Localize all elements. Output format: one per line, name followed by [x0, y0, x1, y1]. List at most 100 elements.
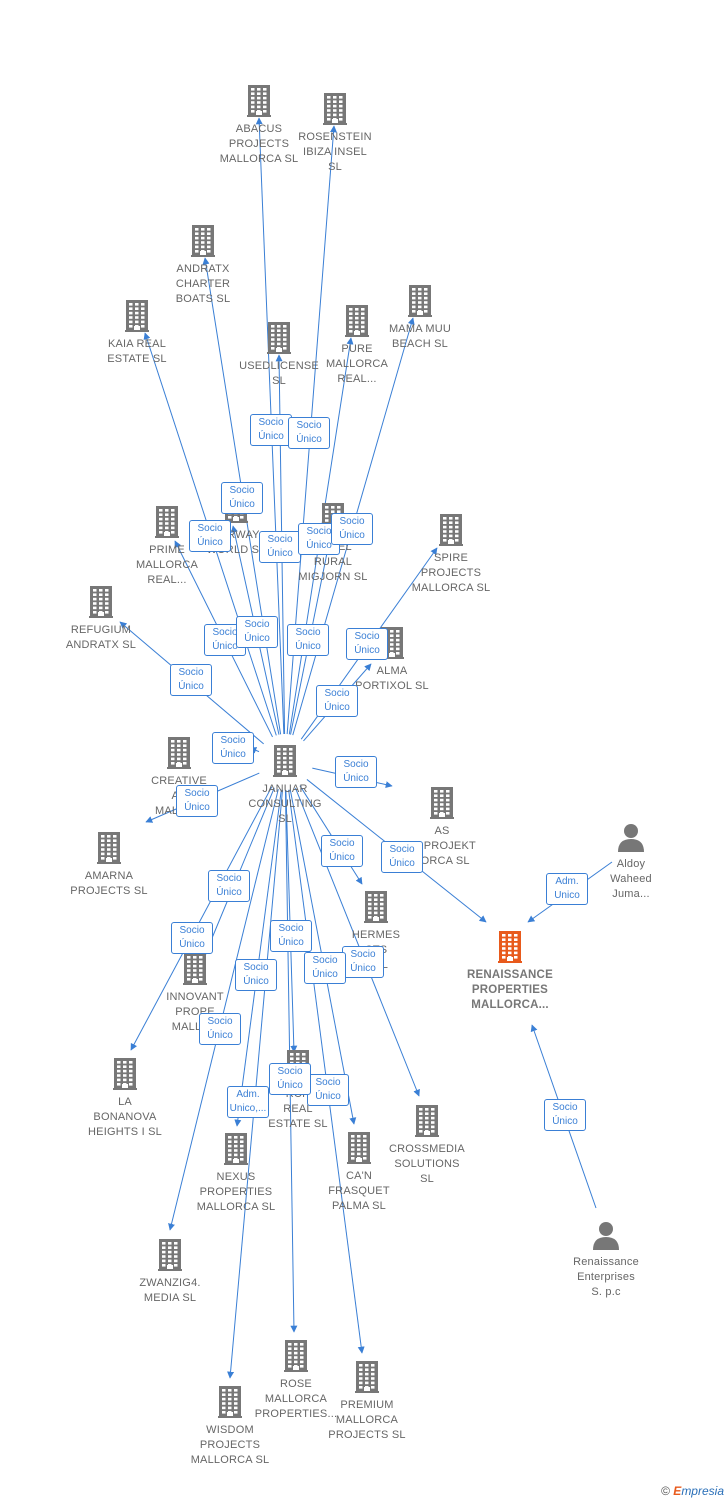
node-amarna[interactable]: AMARNA PROJECTS SL — [49, 832, 169, 899]
node-pure[interactable]: PURE MALLORCA REAL... — [297, 305, 417, 387]
brand-footer: © Empresia — [661, 1484, 724, 1498]
edge-label-amarna-15[interactable]: Socio Único — [176, 785, 218, 817]
building-icon — [364, 891, 388, 928]
edge-label-bonanova-19[interactable]: Socio Único — [208, 870, 250, 902]
building-icon — [267, 322, 291, 359]
node-januar[interactable]: JANUAR CONSULTING SL — [225, 745, 345, 827]
node-label: AMARNA PROJECTS SL — [70, 870, 148, 897]
edge-label-hotel-9[interactable]: Socio Único — [287, 624, 329, 656]
person-icon — [591, 1220, 621, 1255]
node-refugium[interactable]: REFUGIUM ANDRATX SL — [41, 586, 161, 653]
edge-januar-bonanova — [130, 786, 273, 1051]
node-label: RENAISSANCE PROPERTIES MALLORCA... — [467, 969, 553, 1011]
node-label: CA'N FRASQUET PALMA SL — [328, 1170, 390, 1212]
node-label: CROSSMEDIA SOLUTIONS SL — [389, 1143, 465, 1185]
edge-label-crossmedia-23[interactable]: Socio Único — [342, 946, 384, 978]
edge-label-usedlicense-4[interactable]: Socio Único — [259, 531, 301, 563]
edge-label-andratx_charter-2[interactable]: Socio Único — [221, 482, 263, 514]
node-renaissance[interactable]: RENAISSANCE PROPERTIES MALLORCA... — [450, 931, 570, 1013]
edge-januar-wisdom — [227, 789, 284, 1379]
edge-label-hermes-16[interactable]: Socio Único — [321, 835, 363, 867]
node-wisdom[interactable]: WISDOM PROJECTS MALLORCA SL — [170, 1386, 290, 1468]
edge-label-rose-25[interactable]: Socio Único — [269, 1063, 311, 1095]
node-label: REFUGIUM ANDRATX SL — [65, 624, 137, 651]
building-icon — [218, 1386, 242, 1423]
edge-label-kaia-3[interactable]: Socio Único — [189, 520, 231, 552]
node-spire[interactable]: SPIRE PROJECTS MALLORCA SL — [391, 514, 511, 596]
node-label: PRIME MALLORCA REAL... — [135, 544, 199, 586]
node-label: ANDRATX CHARTER BOATS SL — [175, 263, 231, 305]
node-andratx_charter[interactable]: ANDRATX CHARTER BOATS SL — [143, 225, 263, 307]
node-usedlicense[interactable]: USEDLICENSE SL — [219, 322, 339, 389]
edge-label-mamamuu-6[interactable]: Socio Único — [331, 513, 373, 545]
edge-label-march-20[interactable]: Socio Único — [270, 920, 312, 952]
building-icon — [415, 1105, 439, 1142]
node-bonanova[interactable]: LA BONANOVA HEIGHTS I SL — [65, 1058, 185, 1140]
node-label: KAIA REAL ESTATE SL — [107, 338, 167, 365]
node-nexus[interactable]: NEXUS PROPERTIES MALLORCA SL — [176, 1133, 296, 1215]
node-rose[interactable]: ROSE MALLORCA PROPERTIES... — [236, 1340, 356, 1422]
edge-januar-zwanzig — [168, 789, 279, 1231]
building-icon — [183, 953, 207, 990]
edge-januar-crossmedia — [294, 787, 420, 1097]
building-icon — [97, 832, 121, 869]
node-label: ROSENSTEIN IBIZA INSEL SL — [298, 131, 372, 173]
node-kaia[interactable]: KAIA REAL ESTATE SL — [77, 300, 197, 367]
node-label: PREMIUM MALLORCA PROJECTS SL — [328, 1399, 406, 1441]
edge-label-wisdom-27[interactable]: Socio Único — [235, 959, 277, 991]
edge-label-renaissance-29[interactable]: Socio Único — [544, 1099, 586, 1131]
edge-label-refugium-11[interactable]: Socio Único — [170, 664, 212, 696]
building-icon — [408, 285, 432, 322]
node-label: JANUAR CONSULTING SL — [248, 783, 322, 825]
node-label: ABACUS PROJECTS MALLORCA SL — [219, 123, 299, 165]
person-icon — [616, 822, 646, 857]
edge-label-innovant-18[interactable]: Socio Único — [199, 1013, 241, 1045]
edge-label-as_arprojekt-14[interactable]: Socio Único — [335, 756, 377, 788]
edge-label-spire-10[interactable]: Socio Único — [346, 628, 388, 660]
edge-label-premium-26[interactable]: Socio Único — [304, 952, 346, 984]
edge-label-verway-8[interactable]: Socio Único — [236, 616, 278, 648]
building-icon — [430, 787, 454, 824]
building-icon — [167, 737, 191, 774]
building-icon — [439, 514, 463, 551]
edge-januar-hermes — [299, 785, 363, 885]
node-crossmedia[interactable]: CROSSMEDIA SOLUTIONS SL — [367, 1105, 487, 1187]
building-icon — [323, 93, 347, 130]
building-icon — [498, 931, 522, 968]
node-label: Aldoy Waheed Juma... — [610, 858, 652, 900]
building-icon — [284, 1340, 308, 1377]
node-zwanzig[interactable]: ZWANZIG4. MEDIA SL — [110, 1239, 230, 1306]
edge-label-creative-13[interactable]: Socio Único — [212, 732, 254, 764]
edge-label-rosenstein-1[interactable]: Socio Único — [288, 417, 330, 449]
empresia-logo-e: E — [673, 1484, 682, 1498]
edge-label-renaissance-17[interactable]: Socio Único — [381, 841, 423, 873]
node-label: MAMA MUU BEACH SL — [388, 323, 452, 350]
building-icon — [155, 506, 179, 543]
building-icon — [347, 1132, 371, 1169]
building-icon — [113, 1058, 137, 1095]
building-icon — [89, 586, 113, 623]
node-canfrasquet[interactable]: CA'N FRASQUET PALMA SL — [299, 1132, 419, 1214]
building-icon — [273, 745, 297, 782]
edge-label-nexus-21[interactable]: Adm. Unico,... — [227, 1086, 269, 1118]
node-renaissance_ent[interactable]: Renaissance Enterprises S. p.c — [546, 1220, 666, 1300]
building-icon — [224, 1133, 248, 1170]
node-premium[interactable]: PREMIUM MALLORCA PROJECTS SL — [307, 1361, 427, 1443]
edge-label-zwanzig-24[interactable]: Socio Único — [171, 922, 213, 954]
edge-label-abacus-0[interactable]: Socio Único — [250, 414, 292, 446]
node-label: LA BONANOVA HEIGHTS I SL — [88, 1096, 162, 1138]
edge-label-renaissance-28[interactable]: Adm. Unico — [546, 873, 588, 905]
node-mamamuu[interactable]: MAMA MUU BEACH SL — [360, 285, 480, 352]
building-icon — [158, 1239, 182, 1276]
edge-label-alma-12[interactable]: Socio Único — [316, 685, 358, 717]
node-label: ALMA PORTIXOL SL — [355, 665, 429, 692]
edge-label-canfrasquet-22[interactable]: Socio Único — [307, 1074, 349, 1106]
node-innovant[interactable]: INNOVANT PROPE MALLOR — [135, 953, 255, 1035]
node-as_arprojekt[interactable]: AS ARPROJEKT LORCA SL — [382, 787, 502, 869]
node-prime[interactable]: PRIME MALLORCA REAL... — [107, 506, 227, 588]
node-aldoy[interactable]: Aldoy Waheed Juma... — [571, 822, 691, 902]
building-icon — [191, 225, 215, 262]
node-abacus[interactable]: ABACUS PROJECTS MALLORCA SL — [199, 85, 319, 167]
node-label: ZWANZIG4. MEDIA SL — [139, 1277, 201, 1304]
node-rosenstein[interactable]: ROSENSTEIN IBIZA INSEL SL — [275, 93, 395, 175]
